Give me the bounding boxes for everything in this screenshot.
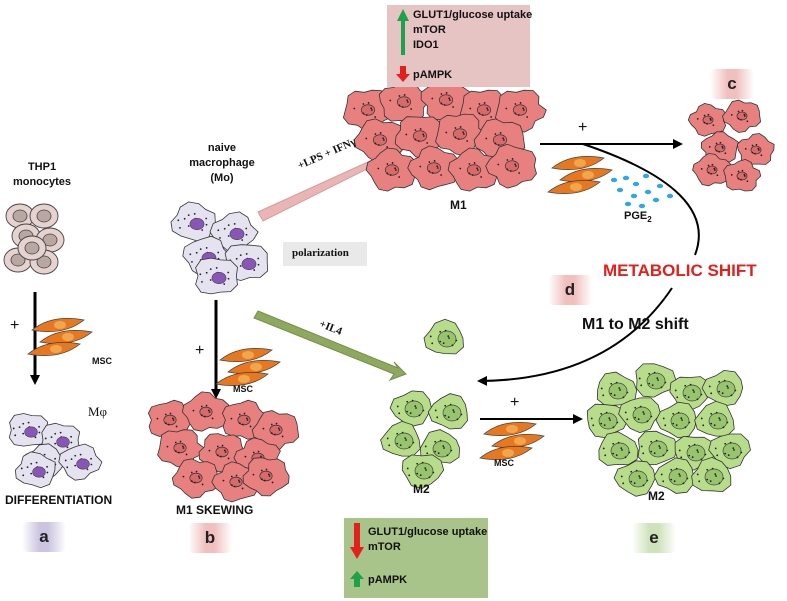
m1-label: M1 (450, 198, 467, 212)
up-arrow-icon (397, 9, 409, 55)
plus-sign: + (10, 317, 20, 334)
panel-e-badge: e (632, 523, 676, 553)
mphi-label: Mφ (88, 404, 108, 419)
msc-label: MSC (92, 356, 112, 366)
m1-up-item: GLUT1/glucose uptake (413, 9, 533, 21)
naive-label: naive macrophage (Mo) (189, 142, 255, 184)
msc-cells-e (479, 421, 545, 461)
msc-label: MSC (494, 458, 514, 468)
m1-skewing-label: M1 SKEWING (176, 503, 254, 517)
pge2-droplets (610, 173, 674, 209)
m2-down-item: mTOR (368, 541, 401, 553)
panel-a-badge: a (22, 522, 66, 552)
up-arrow-icon (350, 571, 364, 587)
down-arrow-icon (396, 66, 410, 82)
il4-arrow (253, 310, 407, 382)
m1-up-item: mTOR (413, 24, 446, 36)
m2-up-item: pAMPK (368, 574, 408, 586)
naive-macrophages (170, 201, 269, 295)
m2-down-item: GLUT1/glucose uptake (368, 526, 488, 538)
m2-cells-right (586, 363, 751, 497)
m1-metabolism-box: GLUT1/glucose uptake mTOR IDO1 pAMPK (387, 5, 533, 87)
m2-label-left: M2 (413, 482, 430, 496)
msc-cells-a (27, 317, 93, 357)
m1-to-m2-label: M1 to M2 shift (582, 316, 689, 333)
plus-sign: + (510, 394, 520, 411)
m2-metabolism-box: GLUT1/glucose uptake mTOR pAMPK (344, 518, 488, 598)
pge2-label: PGE2 (624, 210, 652, 225)
thp1-label: THP1 monocytes (12, 161, 72, 188)
macrophages-a (8, 413, 103, 489)
metabolic-shift-curve-top (582, 143, 700, 256)
plus-sign: + (195, 342, 205, 359)
metabolic-shift-curve-bottom (477, 287, 673, 386)
msc-label: MSC (233, 384, 253, 394)
panel-b-badge: b (188, 523, 232, 553)
m1-up-item: IDO1 (413, 39, 439, 51)
thp1-monocytes (3, 203, 65, 275)
msc-cells-c (547, 155, 613, 195)
panel-d-badge: d (548, 275, 592, 305)
polarization-label: polarization (292, 247, 349, 259)
polarization-tag (283, 242, 367, 266)
m1-skewing-cells (147, 391, 300, 503)
plus-sign: + (578, 119, 588, 136)
msc-cells-b (215, 347, 281, 387)
m1-down-item: pAMPK (413, 69, 453, 81)
metabolic-shift-label: METABOLIC SHIFT (603, 261, 757, 280)
panel-c-badge: c (710, 69, 754, 99)
m1-cells (342, 77, 547, 192)
m2-label-right: M2 (648, 489, 665, 503)
differentiation-label: DIFFERENTIATION (5, 493, 113, 507)
down-arrow-icon (350, 523, 364, 559)
m2-cells-left (380, 318, 468, 489)
m1-cells-c (687, 99, 775, 192)
